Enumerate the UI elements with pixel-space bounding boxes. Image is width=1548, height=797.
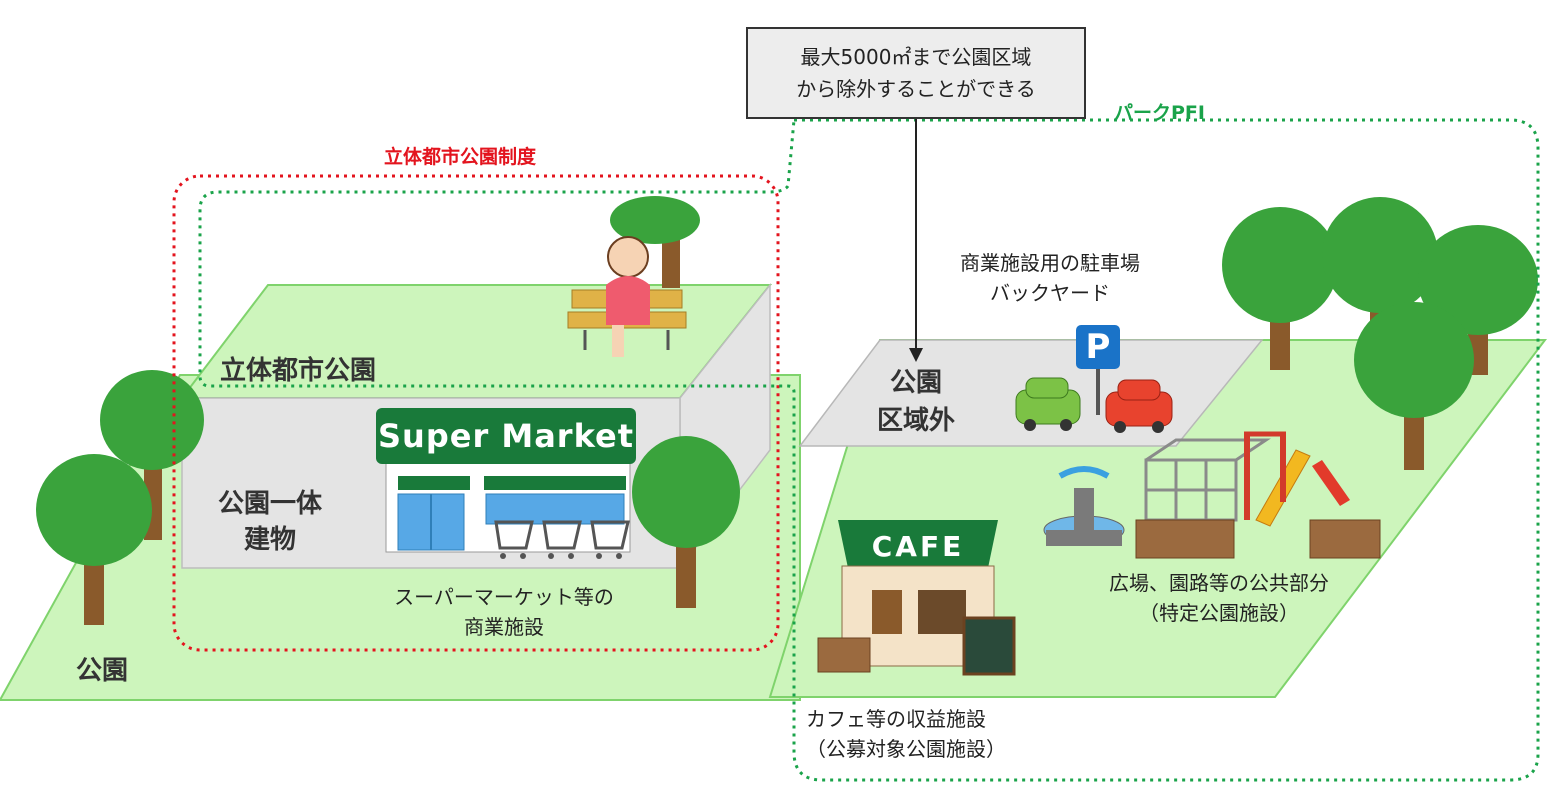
kuikigai-line-1: 公園 — [889, 368, 942, 398]
cafe-shop-icon — [817, 520, 1016, 676]
supermarket-window — [485, 493, 625, 525]
car-icon — [1015, 377, 1081, 431]
parking-sign-icon: P — [1076, 325, 1120, 369]
hiroba-desc-line-1: 広場、園路等の公共部分 — [1109, 571, 1329, 595]
cafe-desc-line-2: （公募対象公園施設） — [806, 737, 1006, 761]
car-icon — [1105, 379, 1173, 433]
supermarket-sign: Super Market — [376, 408, 636, 464]
callout-box: 最大5000㎡まで公園区域 から除外することができる — [746, 27, 1086, 119]
koen-label: 公園 — [76, 656, 129, 686]
parking-desc-line-1: 商業施設用の駐車場 — [960, 251, 1140, 275]
tree-icon — [632, 436, 740, 608]
tree-icon — [36, 454, 152, 625]
supermarket-awning-1 — [398, 476, 470, 490]
hiroba-desc: 広場、園路等の公共部分 （特定公園施設） — [1074, 568, 1364, 628]
koen-ittai-line-1: 公園一体 — [217, 489, 322, 519]
shopping-cart-icon — [494, 520, 630, 550]
rittai-seido-label: 立体都市公園制度 — [384, 146, 537, 168]
supermarket-desc-line-1: スーパーマーケット等の — [394, 585, 614, 609]
callout-line-2: から除外することができる — [796, 77, 1036, 101]
callout-line-1: 最大5000㎡まで公園区域 — [800, 45, 1032, 69]
cafe-desc-line-1: カフェ等の収益施設 — [806, 707, 986, 731]
koen-ittai-line-2: 建物 — [243, 525, 296, 555]
kuikigai-line-2: 区域外 — [876, 406, 955, 436]
tree-icon — [1222, 207, 1338, 370]
park-pfi-label: パークPFI — [1114, 102, 1205, 124]
tree-icon — [1354, 302, 1474, 470]
tree-icon — [610, 196, 700, 288]
supermarket-desc: スーパーマーケット等の 商業施設 — [344, 582, 664, 642]
cart-wheels — [500, 553, 622, 559]
cafe-desc: カフェ等の収益施設 （公募対象公園施設） — [806, 704, 1006, 764]
callout-arrow-head — [909, 348, 923, 362]
rittai-seido-boundary — [172, 174, 780, 652]
planter-box — [1309, 519, 1381, 559]
slide-icon — [1244, 431, 1350, 527]
supermarket-desc-line-2: 商業施設 — [464, 615, 544, 639]
planter-box — [1135, 519, 1235, 559]
woman-on-bench-icon — [567, 236, 687, 357]
koen-ittai-label: 公園一体 建物 — [200, 486, 340, 558]
tree-icon — [100, 370, 204, 540]
parking-desc-line-2: バックヤード — [990, 281, 1110, 305]
kuikigai-label: 公園 区域外 — [856, 364, 976, 440]
supermarket-awning-2 — [484, 476, 626, 490]
hiroba-desc-line-2: （特定公園施設） — [1139, 601, 1299, 625]
rittai-koen-label: 立体都市公園 — [220, 356, 377, 386]
fountain-icon — [1043, 466, 1125, 546]
cafe-sign: CAFE — [871, 529, 965, 563]
parking-desc: 商業施設用の駐車場 バックヤード — [920, 248, 1180, 308]
